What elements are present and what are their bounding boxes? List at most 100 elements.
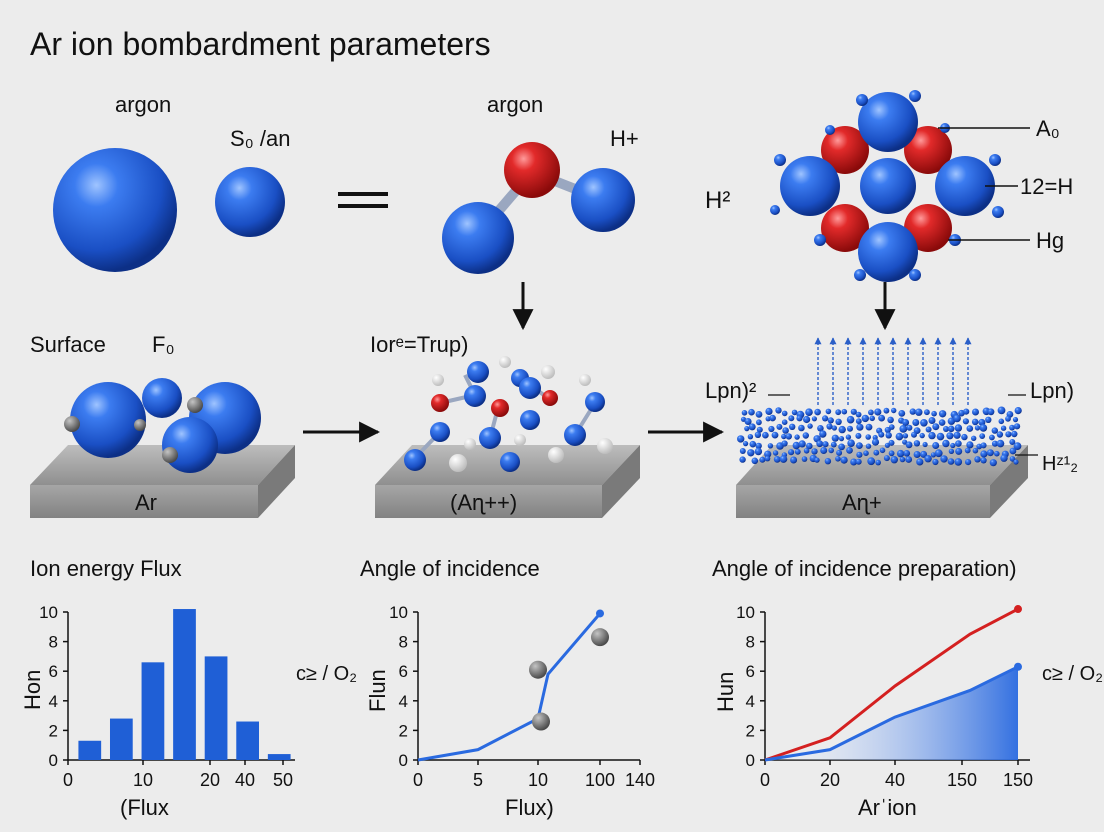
adsorbed-atom [896,449,905,458]
adsorbed-atom [803,415,811,424]
adsorbed-atom [792,441,800,450]
adsorbed-atom [932,442,940,449]
x-tick-label: 20 [200,770,220,790]
adsorbed-atom [744,418,752,425]
x-tick-label: 0 [760,770,770,790]
svg-text:c≥ / O₂: c≥ / O₂ [1042,663,1103,685]
adsorbed-atom [769,414,776,422]
adsorbed-atom [830,441,837,448]
adsorbed-atom [771,431,779,439]
adsorbed-atom [942,439,950,448]
blue-area [765,666,1018,760]
adsorbed-atom [802,432,809,439]
adsorbed-atom [754,431,762,438]
slab-label: (Arʅ++) [450,490,517,515]
adsorbed-atom [749,440,757,448]
scatter-point [532,712,550,731]
adsorbed-atom [775,407,782,414]
panel1-small-label: S₀ /an [230,126,291,151]
adsorbed-atom [974,456,981,463]
adsorbed-atom [931,410,937,417]
slab-label: Arʅ+ [842,490,882,515]
large-argon-sphere [53,148,177,272]
panel1-label-2: F₀ [152,332,175,357]
series-line [417,612,602,762]
adsorbed-atom [756,426,763,433]
adsorbed-atom [835,409,842,416]
panel1-label: Surface [30,332,106,357]
adsorbed-atom [794,448,801,455]
bar [173,609,196,760]
grey-atom [187,397,203,413]
panel2-label: argon [487,92,543,117]
adsorbed-atom [1005,415,1011,422]
adsorbed-atom [1009,456,1016,462]
adsorbed-atom [748,408,755,416]
adsorbed-atom [920,450,928,458]
adsorbed-atom [772,450,779,456]
adsorbed-atom [953,431,961,439]
adsorbed-atom [966,441,974,449]
adsorbed-atom [865,443,872,449]
adsorbed-atom [747,449,755,457]
adsorbed-atom [779,455,788,463]
scatter-point [591,628,609,647]
x-tick-label: 0 [63,770,73,790]
middle-panel-1: Surface F₀ Ar [30,332,381,518]
red-atom [504,142,560,198]
panel2-label: Iorᵉ=Trup) [370,332,468,357]
adsorbed-atom [1011,430,1018,438]
adsorbed-atom [751,457,759,465]
chart1-title: Ion energy Flux [30,556,182,581]
y-tick-label: 6 [746,662,755,681]
chart2-ylabel: Flun [365,669,390,712]
x-tick-label: 150 [1003,770,1033,790]
adsorbed-atom [980,450,988,458]
adsorbed-atom [789,423,796,430]
grey-atom [134,419,146,431]
adsorbed-atom [739,448,746,454]
adsorbed-atom [1000,454,1008,462]
adsorbed-atom [835,418,842,425]
blue-atom [70,382,146,458]
adsorbed-atom [974,425,981,431]
adsorbed-atom [814,408,821,416]
adsorbed-atom [989,459,997,467]
adsorbed-atom [781,419,788,426]
bar [109,718,133,760]
adsorbed-atom [947,458,955,465]
y-tick-label: 4 [746,692,755,711]
y-tick-label: 8 [746,633,755,652]
adsorbed-atom [814,457,820,463]
blue-series-end-point [1014,662,1022,671]
adsorbed-atom [819,430,827,438]
adsorbed-atom [964,447,971,454]
adsorbed-atom [1005,431,1012,438]
svg-text:c≥ / O₂: c≥ / O₂ [296,663,357,685]
left-label: Lpn)² [705,378,756,403]
adsorbed-atom [861,414,869,423]
adsorbed-atom [898,410,906,417]
adsorbed-atom [943,426,949,432]
adsorbed-atom [788,449,795,456]
adsorbed-atom [1009,424,1015,431]
adsorbed-atom [895,432,904,441]
lower-right-label: Hᶻ¹₂ [1042,453,1078,475]
adsorbed-atom [979,433,986,439]
adsorbed-atom [824,458,832,465]
adsorbed-atom [913,451,921,458]
adsorbed-atom [887,416,894,424]
adsorbed-atom [785,433,792,440]
adsorbed-atom [867,457,876,466]
adsorbed-atom [961,433,968,441]
page-title: Ar ion bombardment parameters [30,26,491,62]
adsorbed-atom [985,416,992,423]
adsorbed-atom [805,408,813,417]
chart2-xlabel: Flux) [505,795,554,820]
bar [236,721,260,760]
adsorbed-atom [890,456,898,464]
adsorbed-atom [888,450,895,457]
adsorbed-atom [855,432,862,439]
adsorbed-atom [827,417,834,424]
